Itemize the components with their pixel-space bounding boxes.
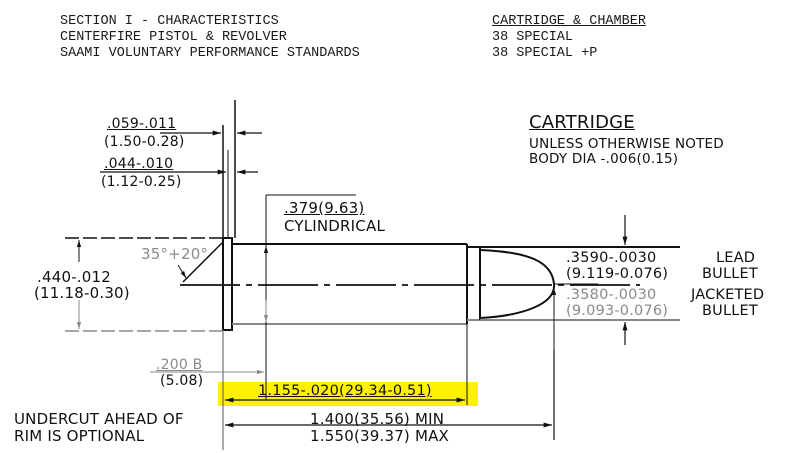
- jacketed-bullet-mm: (9.093-0.076): [566, 303, 669, 319]
- cartridge-note-line-1: UNLESS OTHERWISE NOTED: [529, 136, 724, 152]
- section-heading-line-3: SAAMI VOLUNTARY PERFORMANCE STANDARDS: [60, 46, 360, 61]
- overall-length-min: 1.400(35.56) MIN: [310, 410, 445, 428]
- lead-label-2: BULLET: [702, 266, 758, 282]
- lead-bullet-in: .3590-.0030: [566, 250, 657, 266]
- datum-mm: (5.08): [160, 373, 204, 389]
- jacketed-label-1: JACKETED: [691, 287, 765, 303]
- cartridge-note-line-2: BODY DIA -.006(0.15): [529, 151, 679, 167]
- section-heading-line-2: CENTERFIRE PISTOL & REVOLVER: [60, 30, 287, 45]
- body-diameter-note: CYLINDRICAL: [283, 217, 385, 235]
- overall-length-max: 1.550(39.37) MAX: [310, 427, 450, 445]
- lead-bullet-mm: (9.119-0.076): [566, 266, 669, 282]
- extractor-groove-mm: (1.12-0.25): [101, 174, 182, 190]
- case-length: 1.155-.020(29.34-0.51): [258, 383, 432, 399]
- extractor-groove-in: .044-.010: [104, 156, 174, 172]
- rim-thickness-in: .059-.011: [107, 116, 177, 132]
- cartridge-note-title: CARTRIDGE: [529, 112, 635, 133]
- rim-angle: 35°+20°: [141, 245, 209, 263]
- datum-in: .200 B: [156, 357, 203, 373]
- lead-label-1: LEAD: [716, 250, 756, 266]
- cartridge-name-1: 38 SPECIAL: [492, 30, 574, 45]
- body-diameter: .379(9.63) CYLINDRICAL: [274, 181, 385, 235]
- rim-diameter-in: .440-.012: [37, 268, 112, 286]
- section-heading-line-1: SECTION I - CHARACTERISTICS: [60, 14, 279, 29]
- jacketed-label-2: BULLET: [702, 303, 758, 319]
- rim-thickness-mm: (1.50-0.28): [104, 134, 185, 150]
- body-diameter-value: .379(9.63): [283, 199, 365, 217]
- undercut-note-line-2: RIM IS OPTIONAL: [14, 427, 145, 445]
- undercut-note-line-1: UNDERCUT AHEAD OF: [14, 410, 184, 428]
- jacketed-bullet-in: .3580-.0030: [566, 287, 657, 303]
- cartridge-name-2: 38 SPECIAL +P: [492, 46, 598, 61]
- cartridge-chamber-title: CARTRIDGE & CHAMBER: [492, 14, 646, 29]
- rim-diameter-mm: (11.18-0.30): [34, 284, 130, 302]
